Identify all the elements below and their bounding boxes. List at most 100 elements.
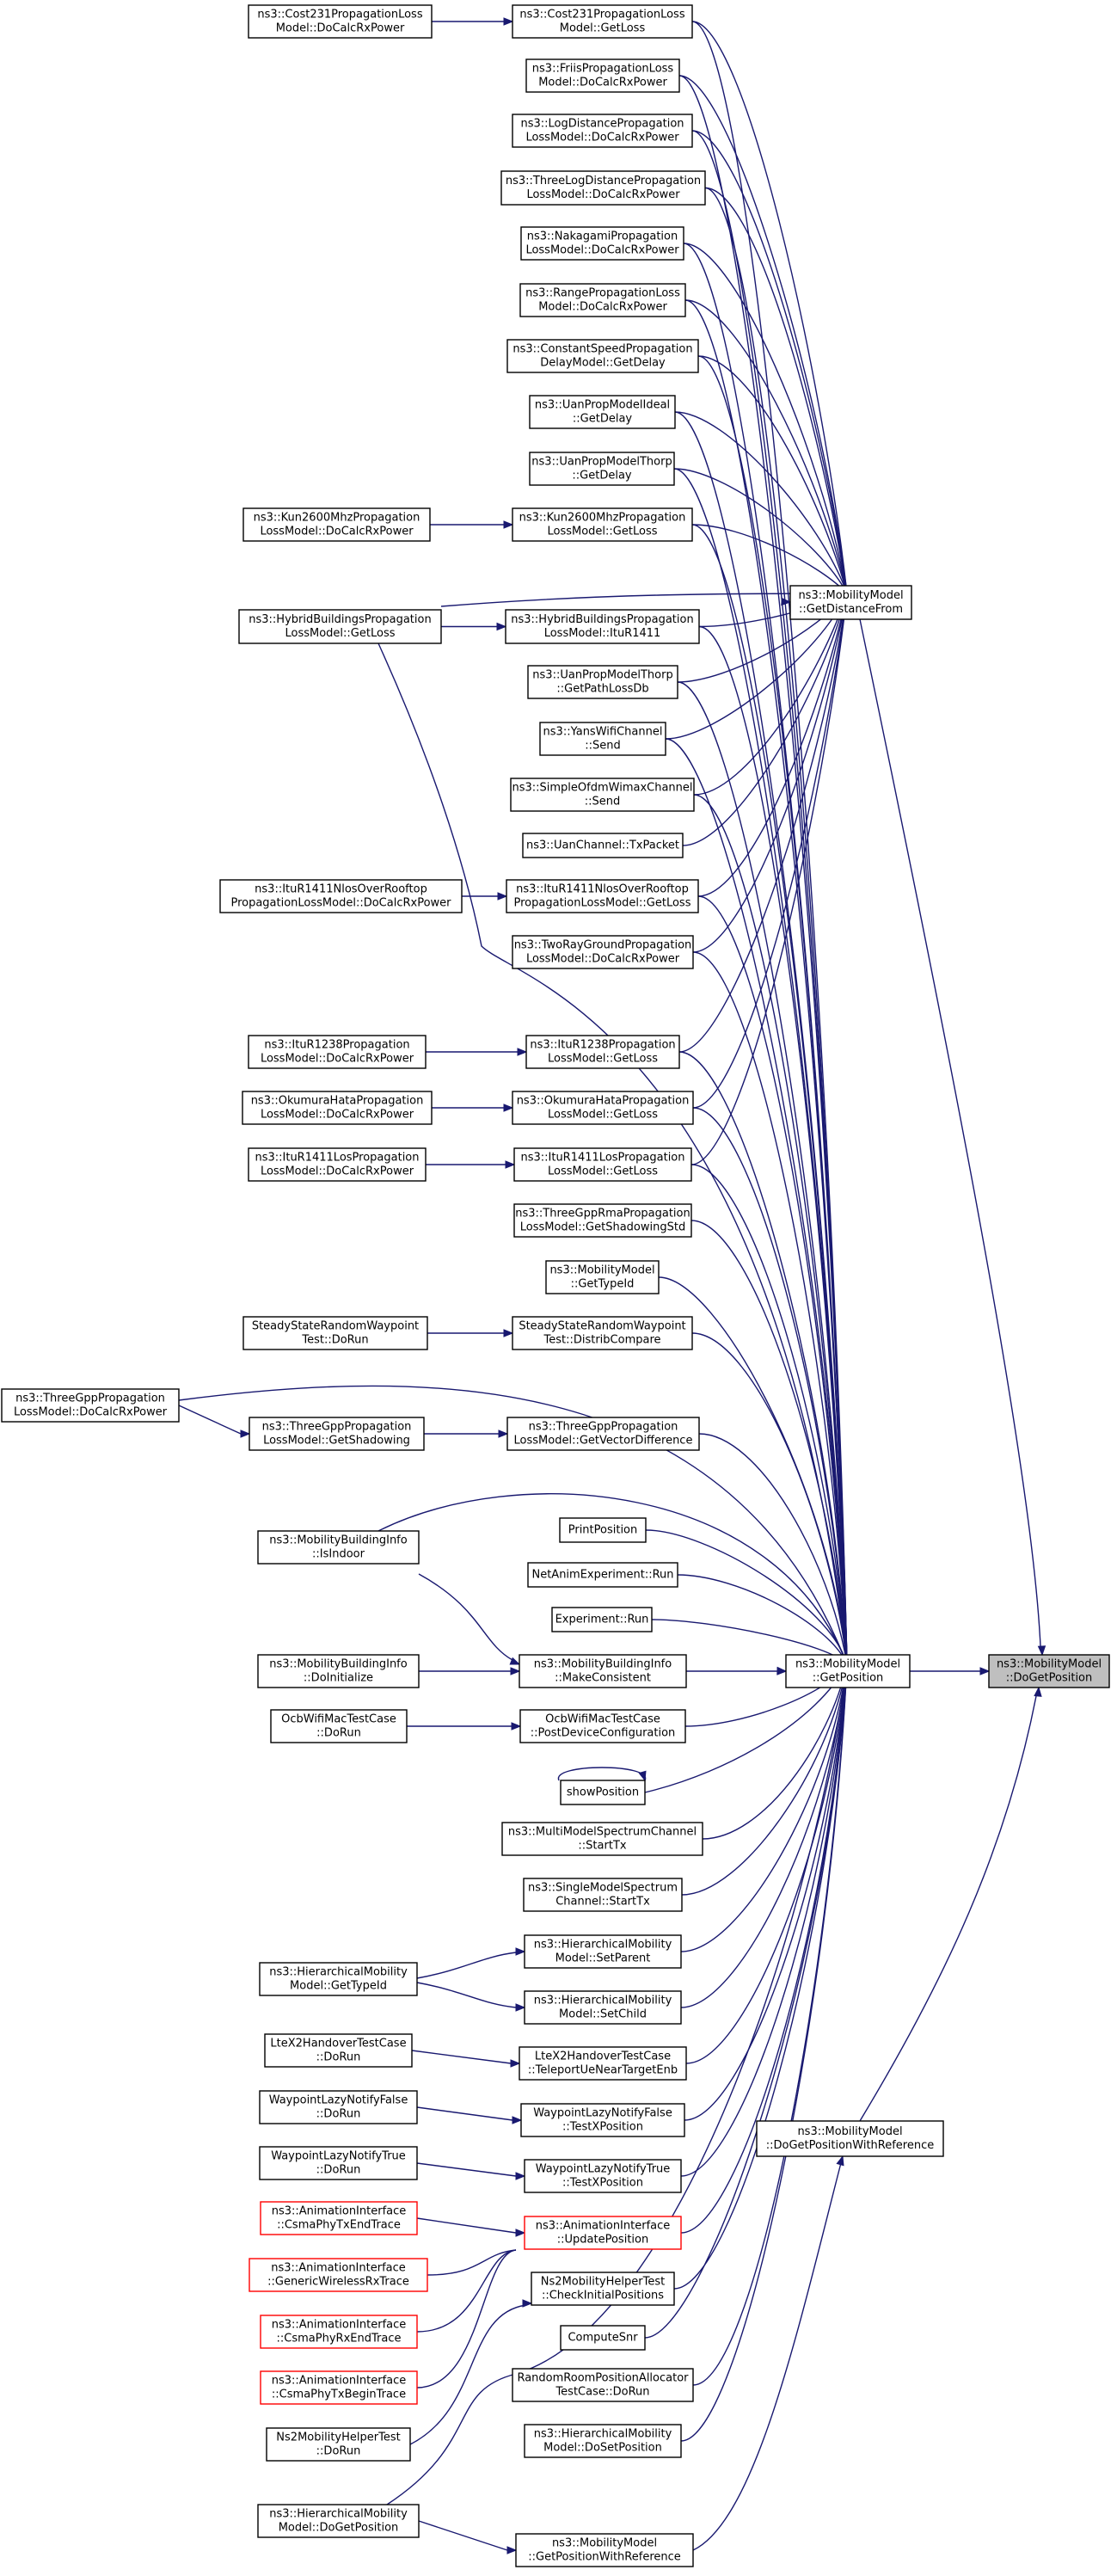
graph-node-ltex2tele[interactable]: LteX2HandoverTestCase::TeleportUeNearTar… bbox=[519, 2046, 687, 2081]
node-label: ns3::YansWifiChannel bbox=[543, 726, 663, 739]
graph-node-ltex2run[interactable]: LteX2HandoverTestCase::DoRun bbox=[264, 2033, 413, 2068]
graph-node-animcsmatxbegin[interactable]: ns3::AnimationInterface::CsmaPhyTxBeginT… bbox=[260, 2370, 418, 2405]
graph-node-uanideal[interactable]: ns3::UanPropModelIdeal::GetDelay bbox=[529, 395, 676, 429]
node-label: ns3::ThreeGppPropagation bbox=[262, 1421, 412, 1434]
graph-node-hiersetpos[interactable]: ns3::HierarchicalMobilityModel::DoSetPos… bbox=[524, 2424, 682, 2458]
edge-kun2600get-getpos bbox=[691, 524, 848, 1665]
graph-node-tworay[interactable]: ns3::TwoRayGroundPropagationLossModel::D… bbox=[512, 935, 694, 969]
graph-node-mmtypeid[interactable]: ns3::MobilityModel::GetTypeId bbox=[545, 1260, 660, 1294]
graph-node-okumuraget[interactable]: ns3::OkumuraHataPropagationLossModel::Ge… bbox=[512, 1091, 694, 1125]
node-box bbox=[510, 778, 695, 812]
edge-hiersetparent-getpos bbox=[680, 1663, 848, 1952]
edge-animcsmatxend-animupdate bbox=[416, 2217, 517, 2234]
graph-node-wptruerun[interactable]: WaypointLazyNotifyTrue::DoRun bbox=[259, 2146, 418, 2180]
graph-node-tgpprx[interactable]: ns3::ThreeGppPropagationLossModel::DoCal… bbox=[1, 1388, 180, 1423]
node-label: ::TeleportUeNearTargetEnb bbox=[528, 2064, 678, 2077]
graph-node-randroom[interactable]: RandomRoomPositionAllocatorTestCase::DoR… bbox=[512, 2368, 694, 2402]
graph-node-animcsmatxend[interactable]: ns3::AnimationInterface::CsmaPhyTxEndTra… bbox=[260, 2201, 418, 2235]
graph-node-uanchannel[interactable]: ns3::UanChannel::TxPacket bbox=[522, 833, 684, 858]
node-box bbox=[524, 1934, 682, 1969]
graph-node-computesnr[interactable]: ComputeSnr bbox=[560, 2325, 646, 2351]
node-label: ns3::MobilityModel bbox=[795, 1658, 900, 1671]
edge-hiertypeid-setparent bbox=[416, 1952, 517, 1979]
graph-node-itunlosget[interactable]: ns3::ItuR1411NlosOverRooftopPropagationL… bbox=[506, 879, 699, 913]
graph-node-cost231rx[interactable]: ns3::Cost231PropagationLossModel::DoCalc… bbox=[248, 4, 433, 39]
graph-node-itunlosrx[interactable]: ns3::ItuR1411NlosOverRooftopPropagationL… bbox=[219, 879, 463, 913]
graph-node-wpfalserun[interactable]: WaypointLazyNotifyFalse::DoRun bbox=[259, 2090, 418, 2124]
graph-node-kun2600rx[interactable]: ns3::Kun2600MhzPropagationLossModel::DoC… bbox=[242, 507, 431, 542]
graph-node-gpwr[interactable]: ns3::MobilityModel::GetPositionWithRefer… bbox=[515, 2533, 694, 2567]
graph-node-tgppshadow[interactable]: ns3::ThreeGppPropagationLossModel::GetSh… bbox=[249, 1417, 425, 1451]
graph-node-simpleofdm[interactable]: ns3::SimpleOfdmWimaxChannel::Send bbox=[510, 778, 695, 812]
graph-node-multimodel[interactable]: ns3::MultiModelSpectrumChannel::StartTx bbox=[501, 1822, 703, 1856]
edge-itulosget-getdist bbox=[690, 593, 848, 1165]
graph-node-range[interactable]: ns3::RangePropagationLossModel::DoCalcRx… bbox=[519, 283, 686, 317]
graph-node-getpos[interactable]: ns3::MobilityModel::GetPosition bbox=[785, 1654, 911, 1688]
node-box bbox=[525, 58, 680, 93]
graph-node-cost231get[interactable]: ns3::Cost231PropagationLossModel::GetLos… bbox=[512, 4, 693, 39]
graph-node-mbiindoor[interactable]: ns3::MobilityBuildingInfo::IsIndoor bbox=[257, 1530, 420, 1565]
node-box bbox=[260, 2201, 418, 2235]
node-label: PropagationLossModel::DoCalcRxPower bbox=[230, 897, 451, 910]
graph-node-getdist[interactable]: ns3::MobilityModel::GetDistanceFrom bbox=[789, 585, 912, 620]
edge-hiertypeid-setchild bbox=[416, 1982, 517, 2008]
node-label: ns3::FriisPropagationLoss bbox=[532, 63, 674, 76]
edge-arrowhead bbox=[776, 1667, 788, 1675]
node-label: TestCase::DoRun bbox=[555, 2386, 649, 2399]
graph-node-animgeneric[interactable]: ns3::AnimationInterface::GenericWireless… bbox=[249, 2258, 428, 2292]
edge-itulosget-getpos bbox=[690, 1164, 848, 1665]
edge-arrowhead bbox=[510, 2059, 521, 2068]
graph-node-dogpwr[interactable]: ns3::MobilityModel::DoGetPositionWithRef… bbox=[756, 2120, 944, 2157]
graph-node-animupdate[interactable]: ns3::AnimationInterface::UpdatePosition bbox=[524, 2216, 682, 2250]
graph-node-mbiconsist[interactable]: ns3::MobilityBuildingInfo::MakeConsisten… bbox=[519, 1654, 687, 1688]
node-box bbox=[527, 665, 678, 699]
graph-node-hybriditu[interactable]: ns3::HybridBuildingsPropagationLossModel… bbox=[505, 609, 700, 644]
graph-node-hybridget[interactable]: ns3::HybridBuildingsPropagationLossModel… bbox=[238, 609, 442, 644]
graph-node-itulosrx[interactable]: ns3::ItuR1411LosPropagationLossModel::Do… bbox=[248, 1147, 427, 1182]
node-label: ::CsmaPhyTxBeginTrace bbox=[272, 2388, 406, 2401]
graph-node-hiersetparent[interactable]: ns3::HierarchicalMobilityModel::SetParen… bbox=[524, 1934, 682, 1969]
graph-node-okumurarx[interactable]: ns3::OkumuraHataPropagationLossModel::Do… bbox=[242, 1091, 433, 1125]
node-label: ns3::LogDistancePropagation bbox=[520, 118, 684, 131]
graph-node-uanthorppath[interactable]: ns3::UanPropModelThorp::GetPathLossDb bbox=[527, 665, 678, 699]
graph-node-animcsmarxend[interactable]: ns3::AnimationInterface::CsmaPhyRxEndTra… bbox=[260, 2315, 418, 2349]
graph-node-yans[interactable]: ns3::YansWifiChannel::Send bbox=[539, 722, 666, 756]
node-label: WaypointLazyNotifyFalse bbox=[533, 2107, 672, 2120]
graph-node-logdist[interactable]: ns3::LogDistancePropagationLossModel::Do… bbox=[512, 114, 693, 148]
graph-node-uanthorpdelay[interactable]: ns3::UanPropModelThorp::GetDelay bbox=[529, 452, 675, 486]
graph-node-kun2600get[interactable]: ns3::Kun2600MhzPropagationLossModel::Get… bbox=[512, 507, 693, 542]
graph-node-friis[interactable]: ns3::FriisPropagationLossModel::DoCalcRx… bbox=[525, 58, 680, 93]
node-box bbox=[512, 1091, 694, 1125]
graph-node-threelog[interactable]: ns3::ThreeLogDistancePropagationLossMode… bbox=[500, 170, 706, 206]
edge-randroom-getpos bbox=[692, 1663, 848, 2386]
graph-node-itulosget[interactable]: ns3::ItuR1411LosPropagationLossModel::Ge… bbox=[513, 1147, 692, 1182]
graph-node-itu1238get[interactable]: ns3::ItuR1238PropagationLossModel::GetLo… bbox=[525, 1035, 680, 1069]
graph-node-ns2run[interactable]: Ns2MobilityHelperTest::DoRun bbox=[266, 2427, 411, 2462]
graph-node-nakagami[interactable]: ns3::NakagamiPropagationLossModel::DoCal… bbox=[520, 226, 684, 261]
node-box bbox=[500, 170, 706, 206]
graph-node-printpos[interactable]: PrintPosition bbox=[559, 1517, 647, 1543]
graph-node-rmashadow[interactable]: ns3::ThreeGppRmaPropagationLossModel::Ge… bbox=[513, 1203, 692, 1238]
graph-node-wpfalsetest[interactable]: WaypointLazyNotifyFalse::TestXPosition bbox=[520, 2103, 685, 2137]
node-box bbox=[524, 1990, 682, 2025]
graph-node-hierdoget[interactable]: ns3::HierarchicalMobilityModel::DoGetPos… bbox=[257, 2504, 420, 2538]
graph-node-netanim[interactable]: NetAnimExperiment::Run bbox=[527, 1562, 678, 1588]
edge-okumuraget-getpos bbox=[692, 1107, 848, 1665]
graph-node-hiertypeid[interactable]: ns3::HierarchicalMobilityModel::GetTypeI… bbox=[259, 1962, 418, 1996]
graph-node-focus[interactable]: ns3::MobilityModel::DoGetPosition bbox=[988, 1654, 1110, 1688]
graph-node-constspeed[interactable]: ns3::ConstantSpeedPropagationDelayModel:… bbox=[506, 339, 699, 373]
graph-node-wptruetest[interactable]: WaypointLazyNotifyTrue::TestXPosition bbox=[524, 2159, 682, 2193]
edge-arrowhead bbox=[511, 1722, 522, 1731]
graph-node-ocbpost[interactable]: OcbWifiMacTestCase::PostDeviceConfigurat… bbox=[519, 1709, 686, 1743]
graph-node-mbiinit[interactable]: ns3::MobilityBuildingInfo::DoInitialize bbox=[257, 1654, 420, 1688]
graph-node-tgppvec[interactable]: ns3::ThreeGppPropagationLossModel::GetVe… bbox=[506, 1417, 700, 1451]
graph-node-itu1238rx[interactable]: ns3::ItuR1238PropagationLossModel::DoCal… bbox=[248, 1035, 427, 1069]
graph-node-exprun[interactable]: Experiment::Run bbox=[551, 1607, 653, 1632]
graph-node-ssrwdistrib[interactable]: SteadyStateRandomWaypointTest::DistribCo… bbox=[512, 1316, 693, 1350]
graph-node-ocbrun[interactable]: OcbWifiMacTestCase::DoRun bbox=[270, 1709, 408, 1743]
graph-node-showpos[interactable]: showPosition bbox=[560, 1780, 646, 1805]
graph-node-ns2check[interactable]: Ns2MobilityHelperTest::CheckInitialPosit… bbox=[531, 2272, 675, 2306]
